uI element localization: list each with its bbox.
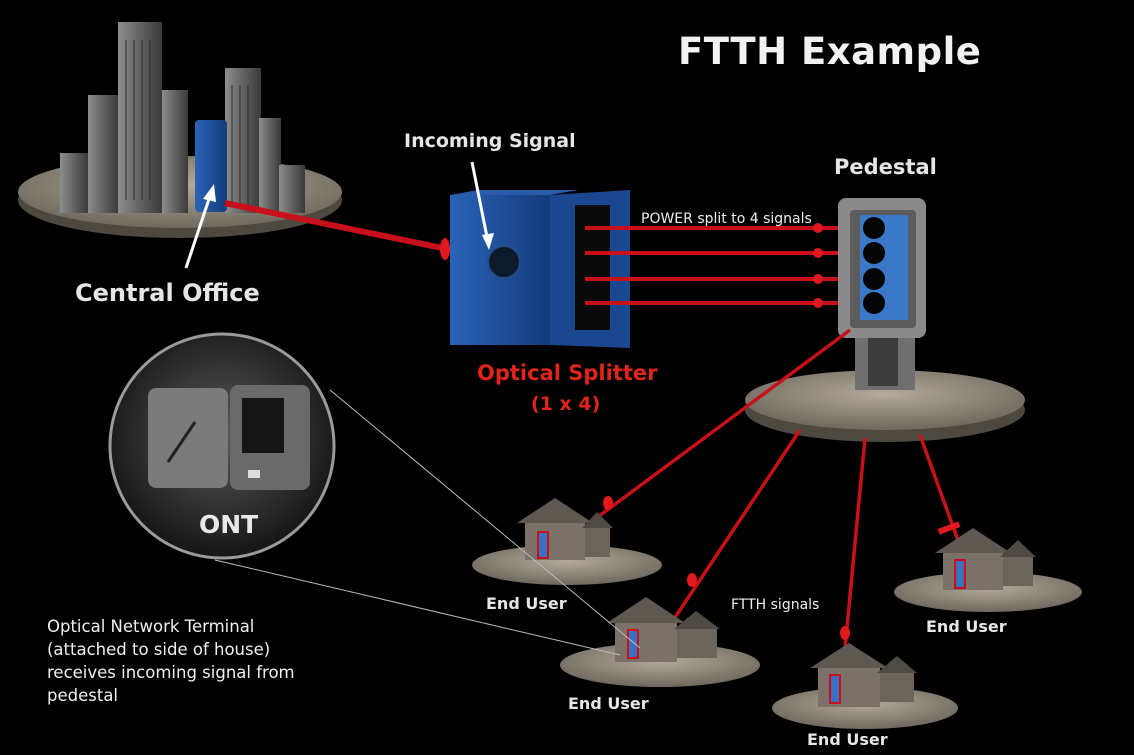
pedestal-label: Pedestal bbox=[834, 155, 937, 179]
house-2 bbox=[560, 597, 760, 687]
end-user-label-2: End User bbox=[568, 694, 649, 713]
central-office-label: Central Office bbox=[75, 279, 260, 307]
end-user-label-4: End User bbox=[926, 617, 1007, 636]
house-3 bbox=[772, 643, 958, 729]
power-split-label: POWER split to 4 signals bbox=[641, 211, 812, 227]
arrow-central-office bbox=[184, 184, 216, 269]
fiber-connector-marker bbox=[440, 238, 450, 260]
optical-splitter-label: Optical Splitter bbox=[477, 361, 658, 385]
ftth-signals-label: FTTH signals bbox=[731, 597, 820, 613]
house-4 bbox=[894, 528, 1082, 612]
page-title: FTTH Example bbox=[678, 30, 982, 73]
ont-zoom-lines bbox=[214, 389, 641, 656]
ont-label: ONT bbox=[199, 510, 259, 539]
arrow-incoming-signal bbox=[470, 161, 494, 250]
end-user-label-1: End User bbox=[486, 594, 567, 613]
central-office-graphic bbox=[18, 22, 342, 238]
ont-description-line: receives incoming signal from bbox=[47, 663, 295, 682]
house-1 bbox=[472, 498, 662, 585]
ont-zoom-circle bbox=[108, 332, 336, 560]
pedestal-graphic bbox=[745, 198, 1025, 442]
incoming-signal-label: Incoming Signal bbox=[404, 130, 576, 152]
ont-description-line: pedestal bbox=[47, 686, 119, 705]
end-user-label-3: End User bbox=[807, 730, 888, 749]
split-fibers bbox=[585, 223, 875, 308]
splitter-ratio-label: (1 x 4) bbox=[531, 393, 601, 415]
ont-description-line: Optical Network Terminal bbox=[47, 617, 255, 636]
ont-description: Optical Network Terminal (attached to si… bbox=[47, 615, 347, 707]
ont-description-line: (attached to side of house) bbox=[47, 640, 271, 659]
drop-fiber-markers bbox=[603, 496, 961, 640]
optical-splitter-graphic bbox=[450, 190, 630, 348]
